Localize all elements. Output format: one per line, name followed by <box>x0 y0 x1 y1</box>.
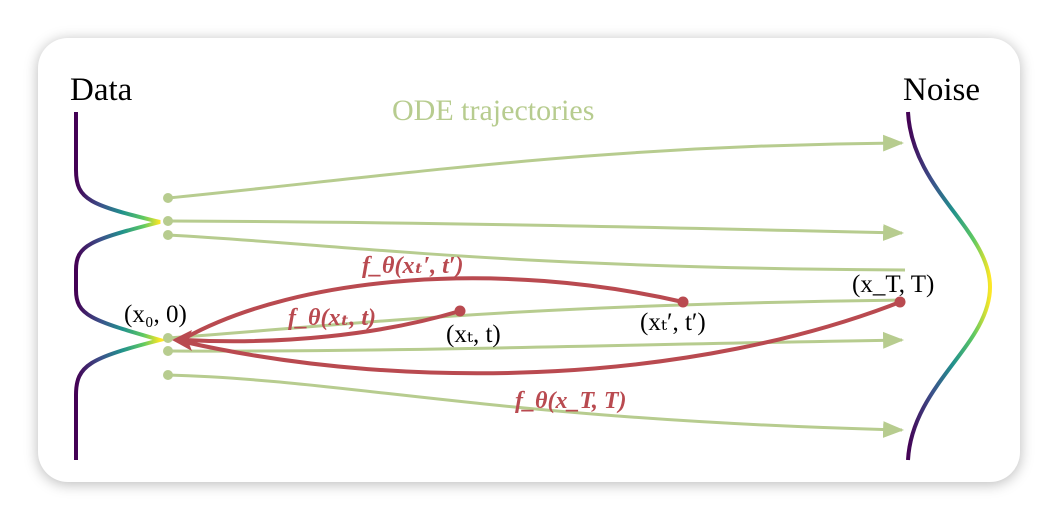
data-distribution-curve <box>74 112 168 460</box>
point-xT-label: (x_T, T) <box>852 271 934 298</box>
point-xt-dot <box>454 305 466 317</box>
data-label: Data <box>70 72 133 108</box>
point-xt-label: (xₜ, t) <box>446 321 501 348</box>
trajectory-start-dot <box>163 370 173 380</box>
ode-trajectory <box>167 219 905 241</box>
ode-trajectory <box>167 298 906 340</box>
ode-trajectory <box>167 233 906 272</box>
ode-trajectory <box>167 134 905 200</box>
mapping-label-xtp: f_θ(xₜ′, t′) <box>362 253 464 279</box>
arrowhead <box>172 330 192 351</box>
trajectory-start-dot <box>163 346 173 356</box>
mapping-arrow-xtp <box>184 276 684 340</box>
ode-trajectory <box>167 373 905 438</box>
trajectory-start-dot <box>163 216 173 226</box>
noise-distribution-curve <box>906 111 993 461</box>
trajectory-start-dot <box>163 230 173 240</box>
noise-label: Noise <box>903 72 980 108</box>
mapping-label-xT: f_θ(x_T, T) <box>515 388 627 414</box>
point-xtp-dot <box>677 296 689 308</box>
mapping-arrow-xt <box>184 309 461 344</box>
point-xtp-label: (xₜ′, t′) <box>640 309 706 336</box>
mapping-arrow-xT <box>184 300 901 376</box>
mapping-label-xt: f_θ(xₜ, t) <box>288 305 376 331</box>
trajectory-start-dot <box>163 333 173 343</box>
point-x0-label: (x₀, 0) <box>124 301 187 328</box>
ode-trajectory <box>167 331 905 353</box>
trajectory-start-dot <box>163 193 173 203</box>
point-xT-dot <box>894 296 906 308</box>
ode-trajectories-label: ODE trajectories <box>392 94 594 127</box>
